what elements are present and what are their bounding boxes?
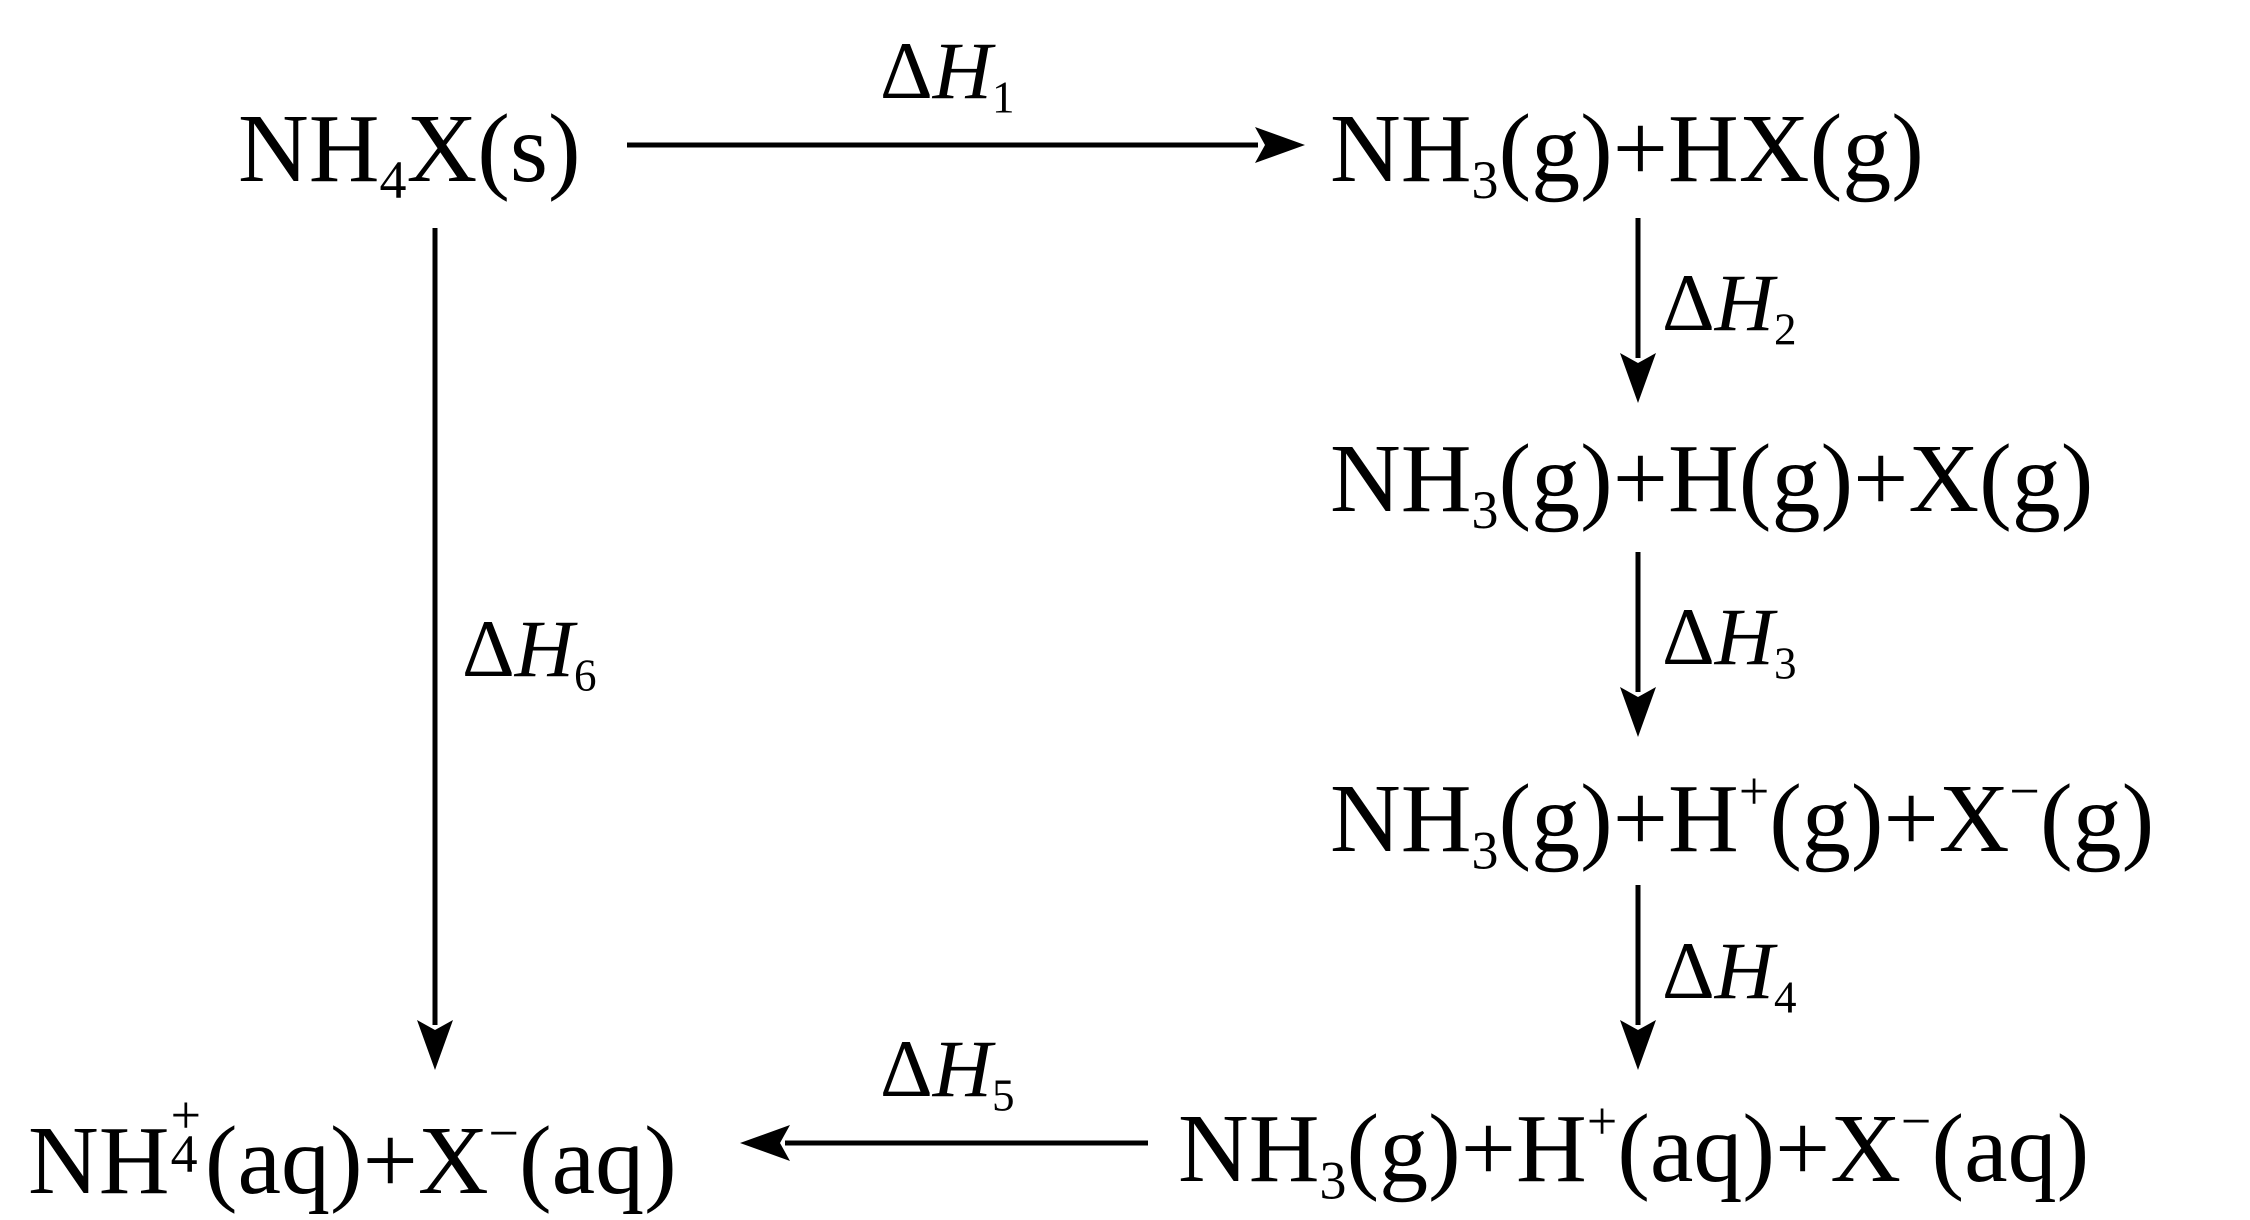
node-nh4-x-aqueous: NH+4(aq)+X−(aq) bbox=[28, 1088, 677, 1210]
delta-symbol: Δ bbox=[1662, 925, 1715, 1016]
superscript: + bbox=[1586, 1091, 1618, 1151]
enthalpy-symbol: H bbox=[932, 25, 992, 116]
node-text: NH bbox=[1330, 765, 1472, 874]
superscript: + bbox=[1738, 761, 1770, 821]
enthalpy-symbol: H bbox=[1714, 257, 1774, 348]
node-nh3-gaseous-ions: NH3(g)+H+(g)+X−(g) bbox=[1330, 764, 2155, 881]
delta-symbol: Δ bbox=[1662, 591, 1715, 682]
subscript: 3 bbox=[1471, 480, 1499, 541]
label-subscript: 6 bbox=[573, 650, 597, 701]
node-nh3-h-x-atoms: NH3(g)+H(g)+X(g) bbox=[1330, 430, 2093, 538]
enthalpy-symbol: H bbox=[932, 1023, 992, 1114]
superscript: − bbox=[488, 1102, 520, 1163]
arrow-dh4 bbox=[1620, 885, 1656, 1070]
delta-symbol: Δ bbox=[880, 25, 933, 116]
node-text: (g)+X bbox=[1769, 765, 2010, 874]
delta-symbol: Δ bbox=[880, 1023, 933, 1114]
node-text: (g)+H bbox=[1346, 1095, 1587, 1204]
label-dh4: ΔH4 bbox=[1662, 930, 1797, 1021]
label-subscript: 5 bbox=[991, 1070, 1015, 1121]
subscript: 4 bbox=[170, 1124, 198, 1185]
enthalpy-symbol: H bbox=[1714, 591, 1774, 682]
delta-symbol: Δ bbox=[462, 603, 515, 694]
node-text: X(s) bbox=[406, 95, 581, 203]
label-subscript: 4 bbox=[1773, 972, 1797, 1023]
delta-symbol: Δ bbox=[1662, 257, 1715, 348]
node-text: (g)+H(g)+X(g) bbox=[1498, 425, 2094, 533]
arrow-dh3 bbox=[1620, 552, 1656, 737]
node-text: (g)+HX(g) bbox=[1498, 95, 1924, 203]
subscript: 3 bbox=[1471, 150, 1499, 211]
node-text: NH bbox=[1330, 95, 1472, 203]
node-text: (aq)+X bbox=[204, 1107, 489, 1215]
node-text: (g) bbox=[2039, 765, 2155, 874]
label-dh3: ΔH3 bbox=[1662, 596, 1797, 687]
node-text: (aq)+X bbox=[1617, 1095, 1902, 1204]
subscript: 3 bbox=[1319, 1150, 1347, 1211]
sub-superscript: +4 bbox=[170, 1088, 205, 1193]
node-text: (g)+H bbox=[1498, 765, 1739, 874]
superscript: + bbox=[170, 1084, 202, 1145]
enthalpy-symbol: H bbox=[514, 603, 574, 694]
node-text: NH bbox=[238, 95, 380, 203]
label-subscript: 3 bbox=[1773, 638, 1797, 689]
node-nh3-aqueous-ions: NH3(g)+H+(aq)+X−(aq) bbox=[1178, 1094, 2090, 1211]
node-nh3-hx-gas: NH3(g)+HX(g) bbox=[1330, 100, 1924, 208]
arrow-dh1 bbox=[627, 127, 1305, 163]
label-subscript: 2 bbox=[1773, 304, 1797, 355]
arrow-dh6 bbox=[417, 228, 453, 1070]
subscript: 4 bbox=[379, 150, 407, 211]
arrow-dh5 bbox=[740, 1125, 1148, 1161]
superscript: − bbox=[2009, 761, 2040, 821]
label-dh5: ΔH5 bbox=[880, 1028, 1015, 1119]
label-dh2: ΔH2 bbox=[1662, 262, 1797, 353]
node-text: NH bbox=[28, 1107, 170, 1215]
node-text: NH bbox=[1178, 1095, 1320, 1204]
node-text: (aq) bbox=[519, 1107, 677, 1215]
enthalpy-symbol: H bbox=[1714, 925, 1774, 1016]
label-dh6: ΔH6 bbox=[462, 608, 597, 699]
subscript: 3 bbox=[1471, 820, 1499, 881]
label-subscript: 1 bbox=[991, 72, 1015, 123]
node-nh4x-solid: NH4X(s) bbox=[238, 100, 581, 208]
superscript: − bbox=[1901, 1091, 1932, 1151]
node-text: (aq) bbox=[1931, 1095, 2090, 1204]
node-text: NH bbox=[1330, 425, 1472, 533]
arrow-dh2 bbox=[1620, 218, 1656, 403]
label-dh1: ΔH1 bbox=[880, 30, 1015, 121]
